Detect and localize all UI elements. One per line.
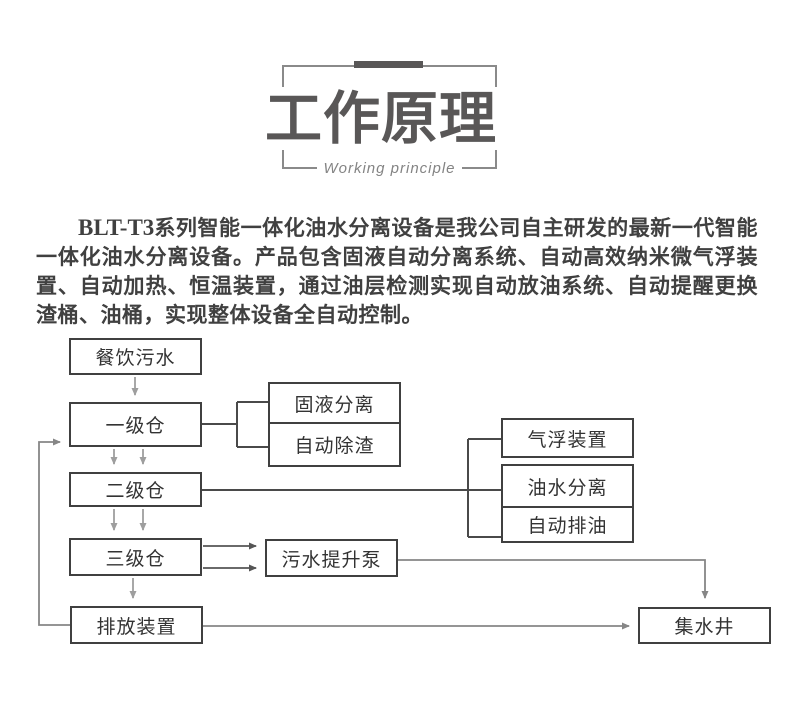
subtitle-right-dash [461,167,498,169]
feedback-loop-arrow [38,438,70,626]
product-model: BLT-T3 [78,215,155,240]
flowchart-node-discharge-device: 排放装置 [70,606,203,644]
flowchart-node-stage2-chamber: 二级仓 [69,472,202,507]
page-subtitle-row: Working principle [282,158,498,178]
subtitle-left-dash [282,167,318,169]
flowchart-node-stage3-chamber: 三级仓 [69,538,202,576]
frame-right-lower-line [495,150,497,168]
page-title: 工作原理 [265,87,497,151]
flowchart-node-stage1-chamber: 一级仓 [69,402,202,447]
page-subtitle: Working principle [323,159,456,177]
frame-left-upper-line [282,65,284,87]
frame-top-right-line [423,65,497,67]
flowchart-node-auto-oil-discharge: 自动排油 [501,506,634,543]
bracket-stage2 [202,438,501,538]
title-accent-bar [354,61,423,68]
flowchart-node-air-flotation-device: 气浮装置 [501,418,634,458]
stage3-to-pump-arrows [203,542,257,572]
flowchart-node-auto-slag-removal: 自动除渣 [268,422,401,467]
frame-right-upper-line [495,65,497,87]
pump-to-well-arrow [398,559,709,599]
flowchart-node-sewage-lift-pump: 污水提升泵 [265,539,398,577]
frame-left-lower-line [282,150,284,168]
flowchart-node-oil-water-separation: 油水分离 [501,464,634,508]
flowchart-node-solid-liquid-separation: 固液分离 [268,382,401,424]
flowchart-node-water-collection-well: 集水井 [638,607,771,644]
frame-top-left-line [282,65,356,67]
bracket-stage1 [202,401,268,448]
intro-paragraph: BLT-T3系列智能一体化油水分离设备是我公司自主研发的最新一代智能一体化油水分… [36,213,758,330]
intro-text: 系列智能一体化油水分离设备是我公司自主研发的最新一代智能一体化油水分离设备。产品… [36,217,758,327]
vertical-flow-arrows [110,377,147,599]
flowchart-node-catering-wastewater: 餐饮污水 [69,338,202,375]
